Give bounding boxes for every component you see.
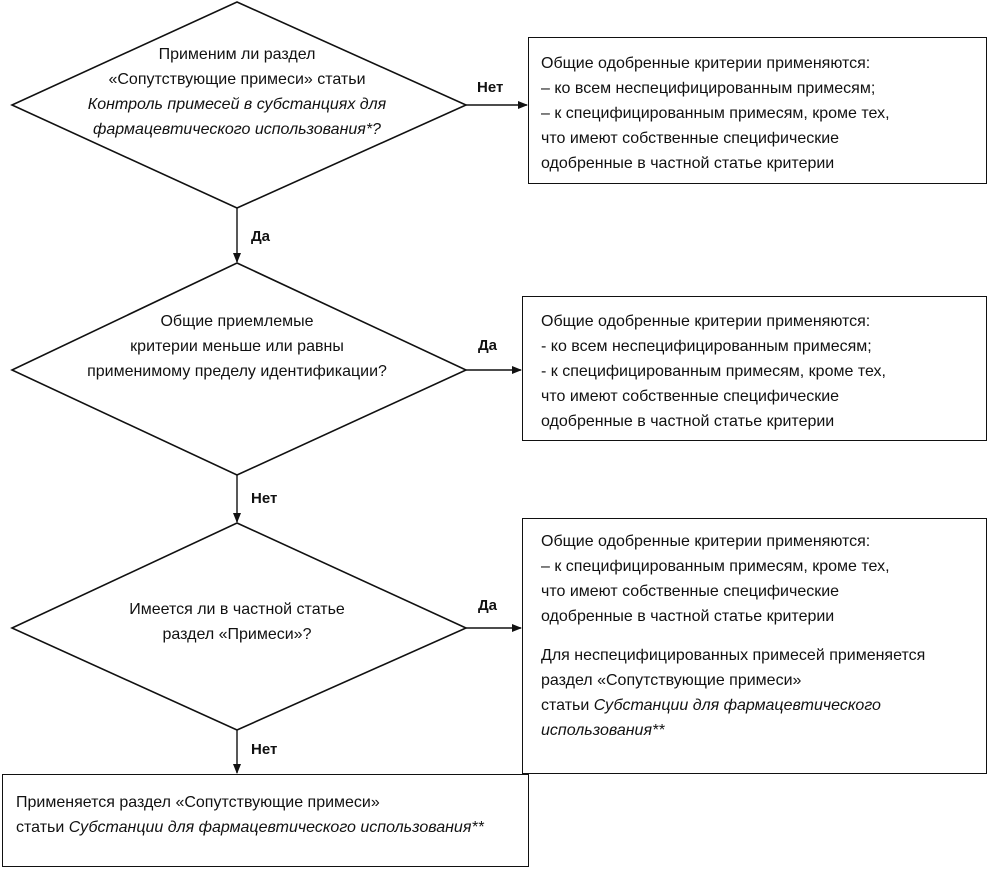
box-1-line-5: одобренные в частной статье критерии xyxy=(541,155,835,172)
box-4-line-1: Применяется раздел «Сопутствующие примес… xyxy=(16,794,380,811)
box-3-line-1: Общие одобренные критерии применяются: xyxy=(541,533,871,550)
label-d1-no: Нет xyxy=(477,79,504,96)
box-2-line-5: одобренные в частной статье критерии xyxy=(541,413,835,430)
box-2-line-1: Общие одобренные критерии применяются: xyxy=(541,313,871,330)
box-3-line-3: что имеют собственные специфические xyxy=(541,583,840,600)
box-3-line-8: использования** xyxy=(541,722,665,739)
outcome-box-1: Общие одобренные критерии применяются: –… xyxy=(528,37,987,184)
box-3-line-2: – к специфицированным примесям, кроме те… xyxy=(541,558,890,575)
box-1-line-4: что имеют собственные специфические xyxy=(541,130,840,147)
box-3-line-4: одобренные в частной статье критерии xyxy=(541,608,835,625)
decision-2-line-2: критерии меньше или равны xyxy=(130,338,344,355)
decision-1-text: Применим ли раздел «Сопутствующие примес… xyxy=(62,42,412,142)
box-4-line-2: статьи Субстанции для фармацевтического … xyxy=(16,819,484,836)
decision-3-line-2: раздел «Примеси»? xyxy=(162,626,312,643)
decision-3-line-1: Имеется ли в частной статье xyxy=(129,601,345,618)
decision-2-line-1: Общие приемлемые xyxy=(160,313,314,330)
box-3-line-7: статьи Субстанции для фармацевтического xyxy=(541,697,881,714)
outcome-box-2: Общие одобренные критерии применяются: -… xyxy=(522,296,987,441)
decision-2-text: Общие приемлемые критерии меньше или рав… xyxy=(62,309,412,384)
decision-1-line-3: Контроль примесей в субстанциях для xyxy=(87,96,387,113)
box-1-line-1: Общие одобренные критерии применяются: xyxy=(541,55,871,72)
label-d2-yes: Да xyxy=(478,337,498,354)
decision-3-text: Имеется ли в частной статье раздел «Прим… xyxy=(62,597,412,647)
outcome-box-4: Применяется раздел «Сопутствующие примес… xyxy=(2,774,529,867)
label-d2-no: Нет xyxy=(251,490,278,507)
decision-1-line-4: фармацевтического использования*? xyxy=(93,121,381,138)
box-2-line-3: - к специфицированным примесям, кроме те… xyxy=(541,363,886,380)
label-d3-no: Нет xyxy=(251,741,278,758)
decision-2-line-3: применимому пределу идентификации? xyxy=(87,363,387,380)
box-3-line-5: Для неспецифицированных примесей применя… xyxy=(541,647,926,664)
decision-1-line-1: Применим ли раздел xyxy=(158,46,316,63)
label-d1-yes: Да xyxy=(251,228,271,245)
box-2-line-4: что имеют собственные специфические xyxy=(541,388,840,405)
outcome-box-3: Общие одобренные критерии применяются: –… xyxy=(522,518,987,774)
box-3-line-6: раздел «Сопутствующие примеси» xyxy=(541,672,802,689)
decision-1-line-2: «Сопутствующие примеси» статьи xyxy=(108,71,366,88)
box-2-line-2: - ко всем неспецифицированным примесям; xyxy=(541,338,872,355)
label-d3-yes: Да xyxy=(478,597,498,614)
box-1-line-2: – ко всем неспецифицированным примесям; xyxy=(541,80,876,97)
box-1-line-3: – к специфицированным примесям, кроме те… xyxy=(541,105,890,122)
